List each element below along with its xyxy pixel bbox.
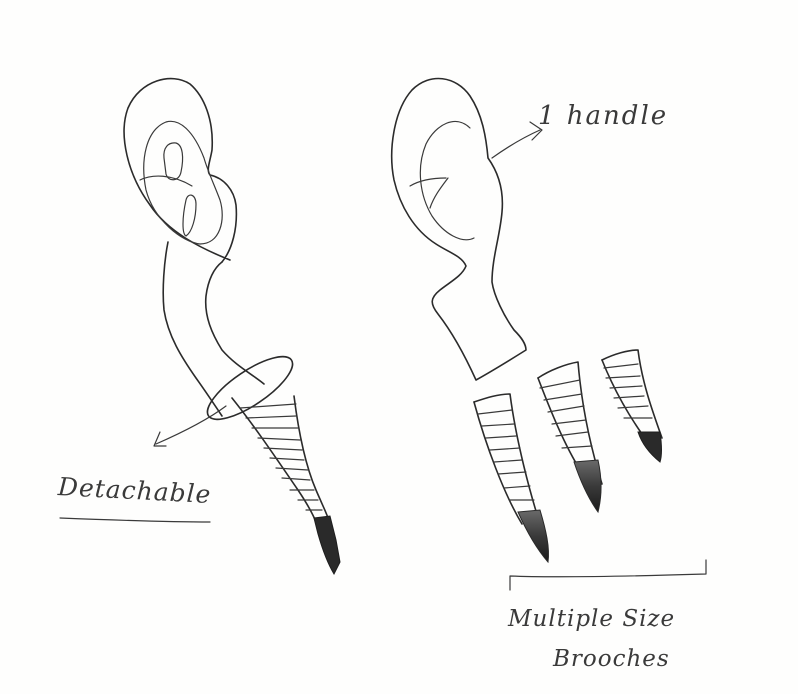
handle-notch [430, 178, 448, 208]
handle-crease [410, 178, 446, 186]
multiple-size-label: Multiple Size [508, 606, 675, 632]
brooches-bracket [510, 560, 706, 590]
brooch-medium [538, 362, 602, 512]
finger-slot-bottom [183, 195, 196, 236]
handle-body-outline [392, 79, 526, 380]
handle-drawing [392, 79, 542, 380]
one-handle-label: 1 handle [538, 101, 668, 131]
grip-crease [140, 176, 192, 186]
brooch-tip [314, 516, 340, 574]
handle-outer-outline [124, 79, 236, 262]
brooch-large [474, 394, 549, 562]
shaft-left-edge [163, 242, 222, 416]
handle-leader-arrow [492, 130, 540, 158]
detachable-underline [60, 518, 210, 522]
brooch-small [602, 350, 662, 462]
brooch-bands [240, 404, 322, 510]
finger-slot-top [164, 143, 183, 180]
brooches-drawing [474, 350, 706, 590]
detachable-leader-arrow [156, 406, 226, 444]
handle-inner-curve [420, 121, 474, 239]
brooches-label: Brooches [553, 646, 670, 672]
